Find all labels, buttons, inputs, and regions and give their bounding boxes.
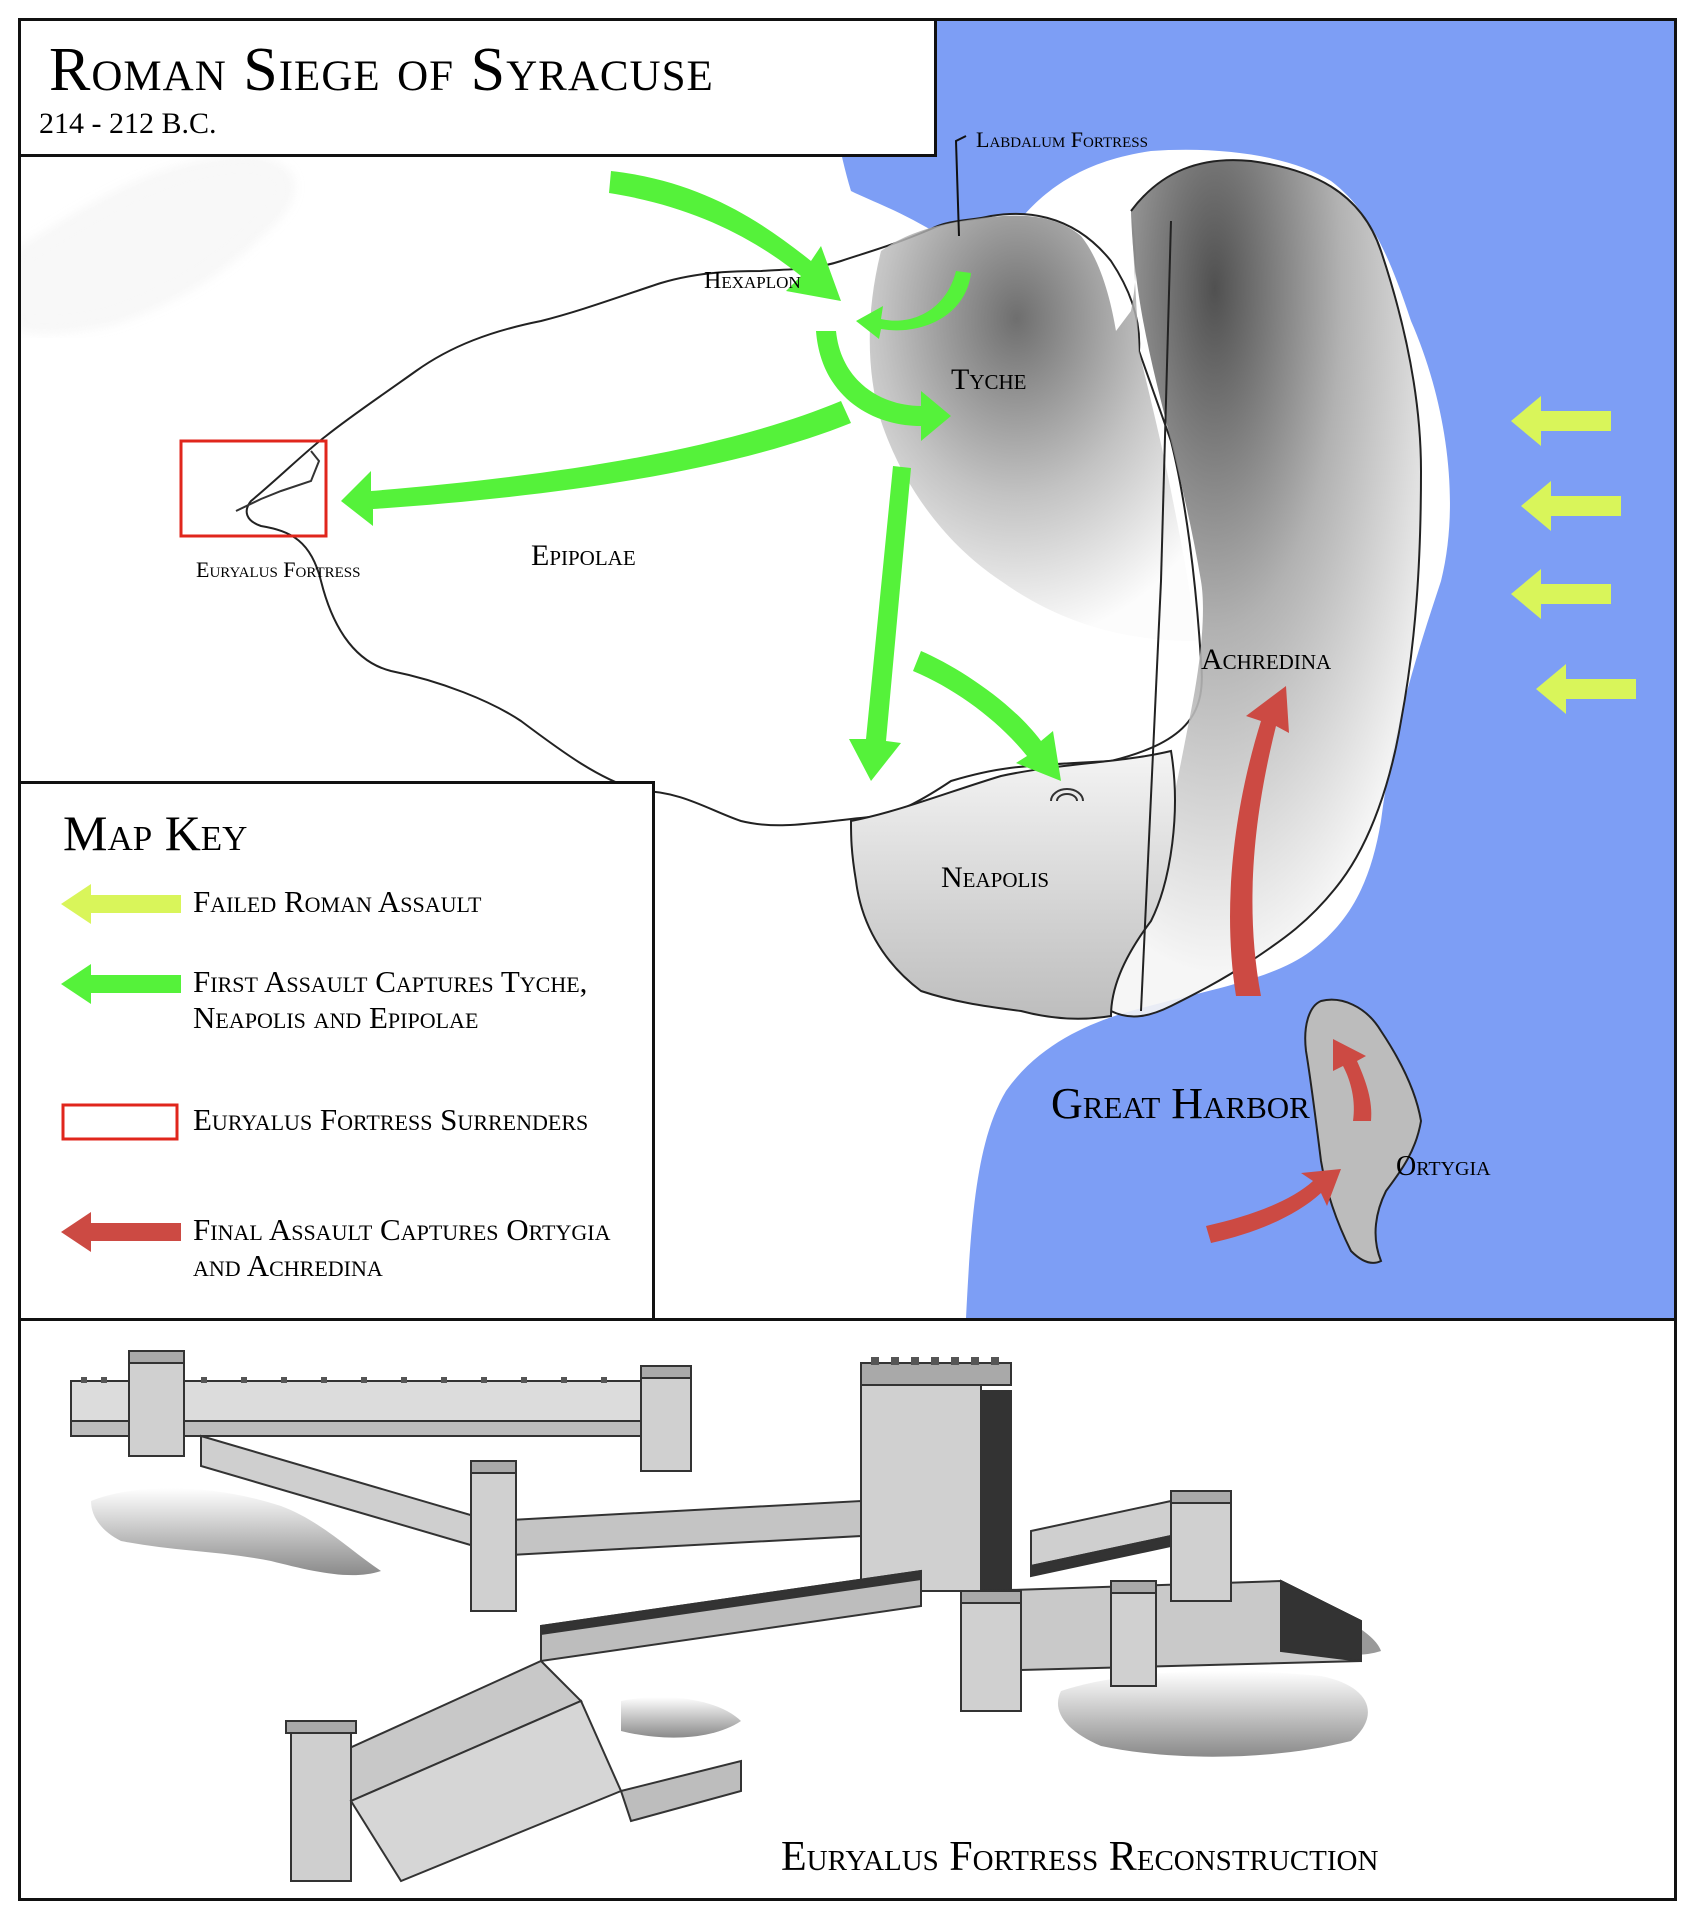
label-achredina: Achredina [1201, 643, 1332, 676]
tyche-region [869, 211, 1196, 641]
key-item-first-assault: First Assault Captures Tyche, Neapolis a… [61, 964, 641, 1074]
arrow-to-neapolis-west [849, 466, 911, 781]
arrow-to-achredina [1230, 686, 1289, 996]
label-labdalum: Labdalum Fortress [976, 127, 1148, 152]
map-drawing [21, 21, 1674, 1318]
neapolis-region [849, 749, 1176, 1020]
page-subtitle: 214 - 212 B.C. [39, 107, 217, 140]
siege-map: Roman Siege of Syracuse 214 - 212 B.C. L… [21, 21, 1674, 1318]
arrow-to-euryalus [341, 401, 851, 526]
key-item-final-assault: Final Assault Captures Ortygia and Achre… [61, 1212, 641, 1292]
label-great-harbor: Great Harbor [1051, 1079, 1310, 1128]
green-arrow-icon [61, 964, 181, 1004]
arrow-to-hexaplon [609, 171, 841, 301]
euryalus-highlight-box [179, 439, 328, 538]
fortress-reconstruction: Euryalus Fortress Reconstruction [21, 1321, 1674, 1898]
red-arrow-icon [61, 1212, 181, 1252]
label-ortygia: Ortygia [1396, 1151, 1491, 1182]
failed-assault-arrows [1511, 396, 1636, 714]
yellow-green-arrow-icon [61, 884, 181, 924]
poster-frame: Roman Siege of Syracuse 214 - 212 B.C. L… [18, 18, 1677, 1901]
label-euryalus: Euryalus Fortress [196, 557, 361, 582]
red-outline-box-icon [61, 1103, 179, 1141]
map-key: Map Key Failed Roman Assault First Assau… [21, 781, 655, 1318]
label-epipolae: Epipolae [531, 539, 636, 572]
key-label: Euryalus Fortress Surrenders [193, 1102, 589, 1137]
key-label: Final Assault Captures Ortygia and Achre… [193, 1212, 611, 1283]
arrow-hexaplon-small [856, 271, 971, 339]
section-divider [21, 1318, 1674, 1321]
theatre-icon [1050, 788, 1084, 802]
arrow-to-neapolis-east [913, 651, 1061, 781]
achredina-region [1103, 160, 1421, 1017]
key-item-euryalus-surrenders: Euryalus Fortress Surrenders [61, 1102, 641, 1182]
final-assault-arrows [1206, 686, 1372, 1243]
arrow-to-tyche [816, 331, 951, 441]
label-tyche: Tyche [951, 363, 1027, 396]
label-neapolis: Neapolis [941, 861, 1050, 894]
arrow-into-ortygia [1333, 1039, 1372, 1121]
map-key-title: Map Key [63, 805, 248, 861]
title-box: Roman Siege of Syracuse 214 - 212 B.C. [21, 21, 937, 157]
fortress-illustration [70, 1350, 1381, 1883]
reconstruction-caption: Euryalus Fortress Reconstruction [781, 1834, 1379, 1880]
label-hexaplon: Hexaplon [704, 268, 801, 294]
key-label: First Assault Captures Tyche, Neapolis a… [193, 964, 588, 1035]
sea [830, 21, 1674, 1318]
key-label: Failed Roman Assault [193, 884, 482, 919]
arrow-harbor-to-ortygia [1206, 1169, 1341, 1243]
key-item-failed-assault: Failed Roman Assault [61, 884, 641, 964]
first-assault-arrows [341, 171, 1061, 781]
page-title: Roman Siege of Syracuse [49, 36, 714, 104]
